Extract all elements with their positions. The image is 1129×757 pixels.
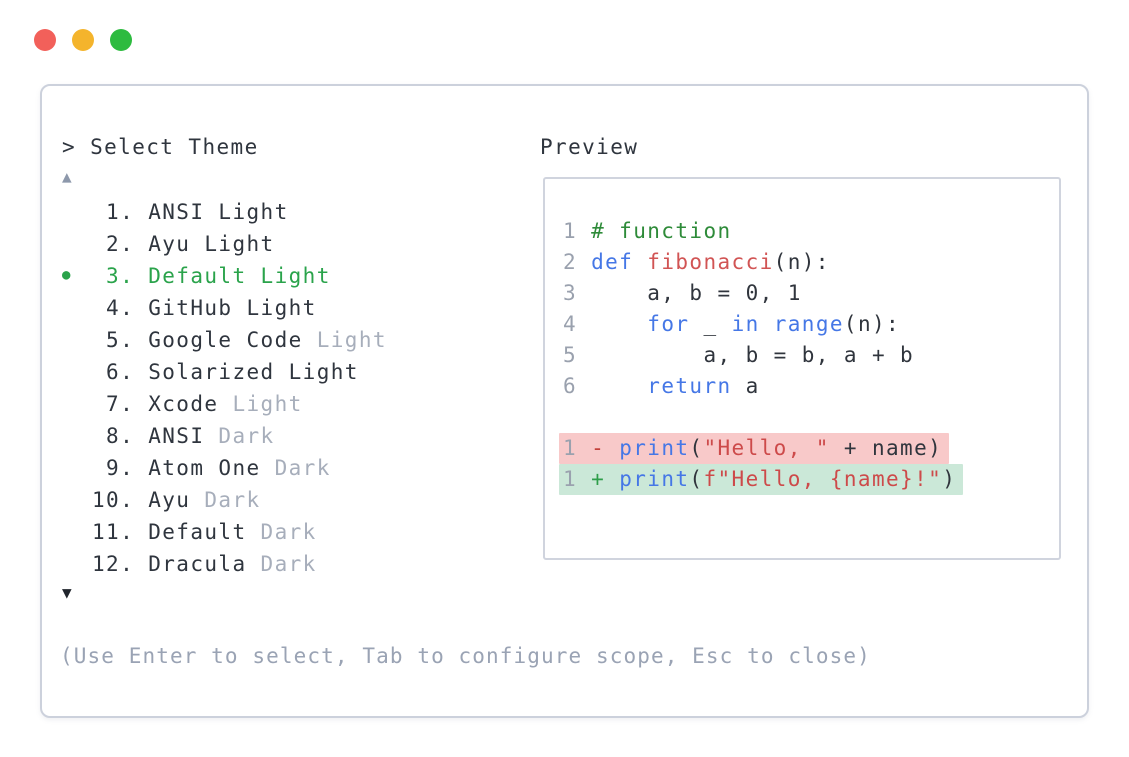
diff-added-line: 1 + print(f"Hello, {name}!")	[559, 464, 964, 495]
theme-item-number: 8.	[92, 424, 135, 448]
theme-item-number: 5.	[92, 328, 135, 352]
theme-item-label: Dark	[260, 552, 317, 576]
line-number: 4	[563, 312, 578, 336]
theme-item-number: 2.	[92, 232, 135, 256]
theme-item-label: Dracula	[148, 552, 261, 576]
code-block: 1 # function 2 def fibonacci(n): 3 a, b = …	[559, 216, 964, 495]
theme-item-6[interactable]: 6. Solarized Light	[62, 356, 387, 388]
scroll-up-icon[interactable]: ▲	[62, 167, 72, 186]
minimize-button[interactable]	[72, 29, 94, 51]
theme-item-number: 11.	[92, 520, 135, 544]
help-text: (Use Enter to select, Tab to configure s…	[60, 644, 871, 668]
theme-item-number: 10.	[92, 488, 135, 512]
picker-header: > Select Theme	[62, 135, 259, 159]
selected-bullet-icon: ●	[62, 267, 71, 283]
diff-removed-line: 1 - print("Hello, " + name)	[559, 433, 963, 464]
code-line-5: 5 a, b = b, a + b	[563, 343, 915, 367]
line-number: 6	[563, 374, 578, 398]
line-number: 3	[563, 281, 578, 305]
theme-item-7[interactable]: 7. Xcode Light	[62, 388, 387, 420]
theme-item-label: Light	[232, 392, 303, 416]
theme-item-3[interactable]: ● 3. Default Light	[62, 260, 387, 292]
theme-item-8[interactable]: 8. ANSI Dark	[62, 420, 387, 452]
code-line-3: 3 a, b = 0, 1	[563, 281, 802, 305]
theme-item-label: Atom One	[148, 456, 275, 480]
theme-item-number: 6.	[92, 360, 135, 384]
theme-item-label: Default Light	[148, 264, 331, 288]
theme-item-label: Dark	[274, 456, 331, 480]
maximize-button[interactable]	[110, 29, 132, 51]
theme-item-4[interactable]: 4. GitHub Light	[62, 292, 387, 324]
theme-item-number: 12.	[92, 552, 135, 576]
line-number: 1	[563, 436, 578, 460]
line-number: 1	[563, 467, 578, 491]
code-line-6: 6 return a	[563, 374, 760, 398]
code-line-2: 2 def fibonacci(n):	[563, 250, 830, 274]
theme-item-label: Ayu Light	[148, 232, 275, 256]
code-line-1: 1 # function	[563, 219, 732, 243]
theme-item-number: 7.	[92, 392, 135, 416]
theme-item-label: Xcode	[148, 392, 233, 416]
theme-item-1[interactable]: 1. ANSI Light	[62, 196, 387, 228]
theme-item-label: Ayu	[148, 488, 205, 512]
window-controls	[34, 29, 132, 51]
theme-item-2[interactable]: 2. Ayu Light	[62, 228, 387, 260]
close-button[interactable]	[34, 29, 56, 51]
theme-item-10[interactable]: 10. Ayu Dark	[62, 484, 387, 516]
preview-panel: 1 # function 2 def fibonacci(n): 3 a, b = …	[543, 177, 1061, 560]
theme-item-number: 3.	[92, 264, 135, 288]
theme-item-label: Default	[148, 520, 261, 544]
theme-item-label: Dark	[260, 520, 317, 544]
theme-item-label: Light	[316, 328, 387, 352]
theme-item-label: Dark	[204, 488, 261, 512]
line-number: 2	[563, 250, 578, 274]
theme-item-12[interactable]: 12. Dracula Dark	[62, 548, 387, 580]
theme-item-number: 1.	[92, 200, 135, 224]
theme-item-number: 9.	[92, 456, 135, 480]
theme-item-label: Google Code	[148, 328, 317, 352]
code-line-4: 4 for _ in range(n):	[563, 312, 901, 336]
theme-item-number: 4.	[92, 296, 135, 320]
theme-item-label: ANSI	[148, 424, 219, 448]
scroll-down-icon[interactable]: ▼	[62, 583, 72, 602]
code-blank-line	[559, 402, 963, 433]
picker-title: Select Theme	[90, 135, 259, 159]
prompt-caret-icon: >	[62, 135, 77, 159]
theme-item-9[interactable]: 9. Atom One Dark	[62, 452, 387, 484]
line-number: 5	[563, 343, 578, 367]
theme-picker-window: > Select Theme ▲ 1. ANSI Light 2. Ayu Li…	[40, 84, 1089, 718]
theme-item-label: GitHub Light	[148, 296, 317, 320]
theme-item-5[interactable]: 5. Google Code Light	[62, 324, 387, 356]
theme-list: 1. ANSI Light 2. Ayu Light● 3. Default L…	[62, 196, 387, 580]
theme-item-label: Solarized Light	[148, 360, 359, 384]
preview-label: Preview	[540, 135, 639, 159]
theme-item-label: Dark	[218, 424, 275, 448]
theme-item-11[interactable]: 11. Default Dark	[62, 516, 387, 548]
theme-item-label: ANSI Light	[148, 200, 289, 224]
line-number: 1	[563, 219, 578, 243]
